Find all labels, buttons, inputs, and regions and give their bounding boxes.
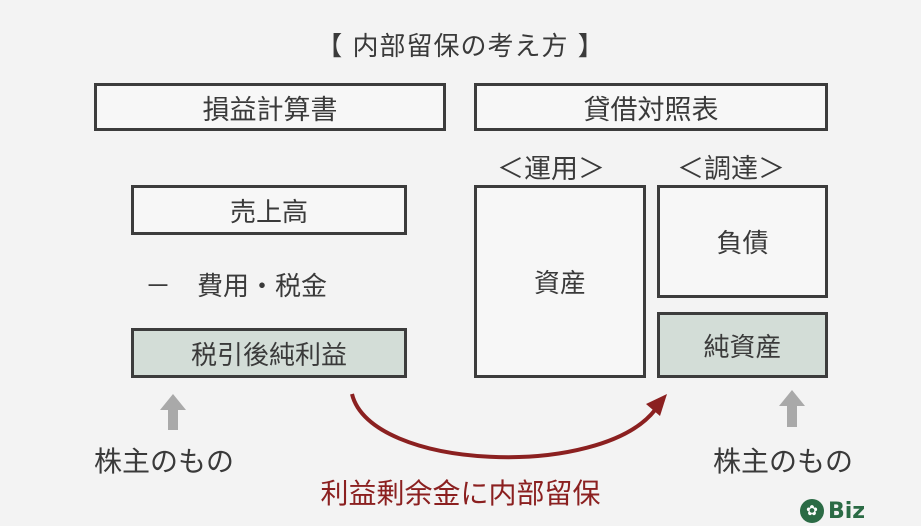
funding-label: ＜調達＞ [677,154,785,185]
left-owner-note: 株主のもの [94,445,235,478]
retained-earnings-caption: 利益剰余金に内部留保 [320,477,601,510]
operation-label: ＜運用＞ [497,154,605,185]
net-assets-box: 純資産 [657,312,828,378]
liabilities-box: 負債 [657,185,828,298]
balance-sheet-header: 貸借対照表 [474,83,828,131]
leaf-logo-icon: ✿ [800,499,824,523]
retained-earnings-curve-arrow [350,393,667,460]
right-up-arrow-icon [779,390,805,427]
logo-text: Biz [828,498,866,524]
diagram-title: 【 内部留保の考え方 】 [316,32,605,62]
expenses-label: － 費用・税金 [145,272,328,302]
sales-box: 売上高 [131,185,407,235]
right-owner-note: 株主のもの [713,445,854,478]
bizq-logo: ✿ Biz [800,496,921,526]
net-income-box: 税引後純利益 [131,328,407,378]
assets-box: 資産 [474,185,646,378]
income-statement-header: 損益計算書 [94,83,446,131]
left-up-arrow-icon [160,394,186,430]
